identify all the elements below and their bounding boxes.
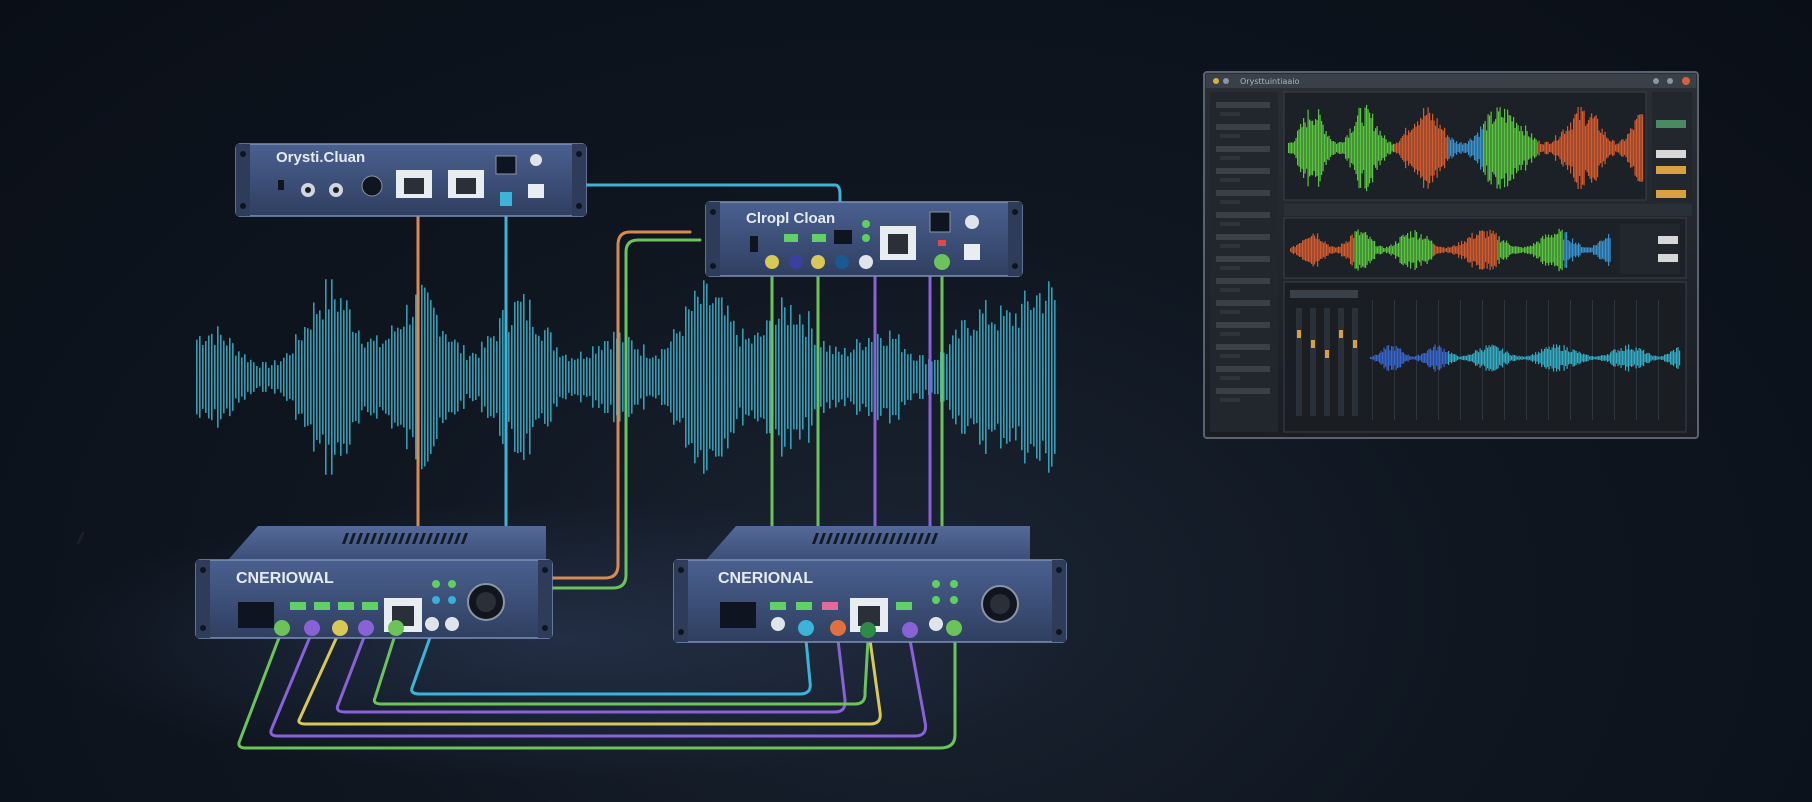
status-led-icon [432,580,440,588]
window-titlebar [1206,74,1696,88]
waveform-track-secondary-wave [1290,228,1611,272]
software-window: Orysttuintiaaio [1203,71,1699,439]
status-led-icon [448,580,456,588]
control-button[interactable] [1656,166,1686,174]
device-top-left: Orysti.Cluan [235,143,587,217]
cables [237,183,957,750]
xlr-connector-icon [361,175,383,197]
status-led-icon [950,580,958,588]
device-bottom-left-label: CNERIOWAL [236,570,334,587]
status-led-icon [932,580,940,588]
window-maximize-icon[interactable] [1667,78,1673,84]
status-led-icon [862,220,870,228]
control-button[interactable] [1656,150,1686,158]
window-close-icon[interactable] [1682,77,1690,85]
tool-panel-rows [1216,102,1270,402]
device-bottom-right-label: CNERIONAL [718,570,813,587]
waveform-track-main-wave [1288,104,1644,192]
status-led-icon [862,234,870,242]
window-title: Orysttuintiaaio [1240,77,1300,86]
vent-grille [812,533,939,544]
device-top-left-label: Orysti.Cluan [276,149,365,166]
waveform-track-analyzer-wave [1370,344,1681,372]
background-waveform [196,279,1056,475]
window-minimize-icon[interactable] [1653,78,1659,84]
device-top-right-label: Clropl Cloan [746,210,835,227]
control-button[interactable] [1656,120,1686,128]
device-bottom-right: CNERIONAL [673,526,1067,643]
device-top-right: Clropl Cloan [705,201,1023,277]
right-control-panel [1652,92,1692,202]
vent-grille [342,533,469,544]
timeline-toolbar [1284,204,1692,216]
control-button[interactable] [1656,190,1686,198]
device-bottom-left: CNERIOWAL [76,526,553,639]
